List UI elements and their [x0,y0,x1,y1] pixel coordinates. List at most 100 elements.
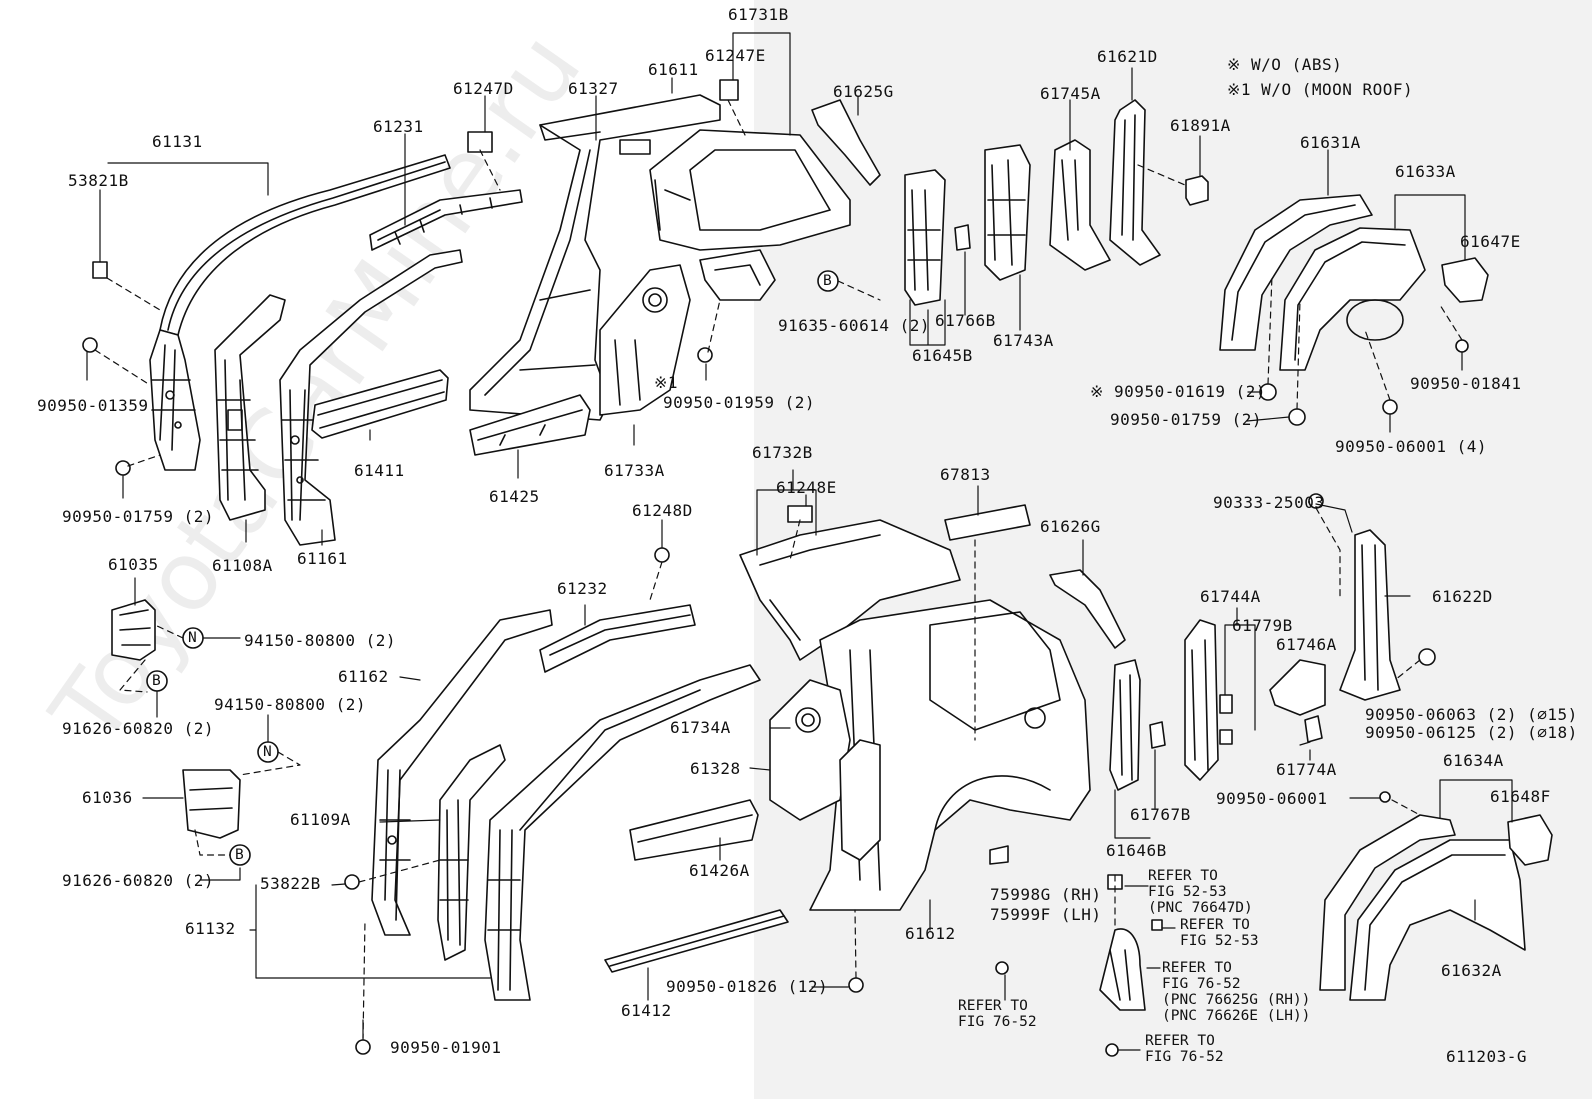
label-61108A: 61108A [212,556,273,575]
part-61731B [649,129,851,251]
label-61232: 61232 [557,579,608,598]
label-90950-01901: 90950-01901 [390,1038,502,1057]
mud-flap [1099,928,1146,1011]
label-61733A: 61733A [604,461,665,480]
part-61647E [1441,257,1489,303]
label-61622D: 61622D [1432,587,1493,606]
label-61621D: 61621D [1097,47,1158,66]
label-75998G: 75998G (RH) [990,885,1102,904]
refer-note-4-line: FIG 76-52 [958,1014,1037,1030]
part-61328 [839,739,881,861]
legend-moon-roof-note: ※1 W/O (MOON ROOF) [1227,80,1414,99]
label-53821B: 53821B [68,171,129,190]
part-61162 [371,609,553,936]
part-61625G [811,99,881,186]
refer-note-1-line: FIG 52-53 [1148,884,1227,900]
part-61744A [1184,619,1219,781]
label-61247E: 61247E [705,46,766,65]
legend-abs-note: ※ W/O (ABS) [1227,55,1343,74]
refer-note-1-line: (PNC 76647D) [1148,900,1253,916]
label-94150-80800-a: 94150-80800 (2) [244,631,396,650]
label-94150-80800-b: 94150-80800 (2) [214,695,366,714]
label-61634A: 61634A [1443,751,1504,770]
label-61645B: 61645B [912,346,973,365]
part-61891A [1185,175,1209,206]
label-61328: 61328 [690,759,741,778]
label-90950-01759-b: 90950-01759 (2) [1110,410,1262,429]
label-61744A: 61744A [1200,587,1261,606]
label-61743A: 61743A [993,331,1054,350]
label-61248D: 61248D [632,501,693,520]
label-61611: 61611 [648,60,699,79]
label-61648F: 61648F [1490,787,1551,806]
label-90950-01619: ※ 90950-01619 (2) [1090,382,1267,401]
part-61131-rail [159,154,451,336]
part-61411 [311,369,449,439]
part-61109A [437,744,506,961]
part-61734A [769,679,851,821]
label-91626-60820-b: 91626-60820 (2) [62,871,214,890]
callout-b-letter: B [235,847,245,863]
label-61734A: 61734A [670,718,731,737]
refer-note-2-line: FIG 52-53 [1180,933,1259,949]
diagram-id: 611203-G [1446,1047,1528,1066]
refer-note-4: REFER TO FIG 76-52 [958,998,1037,1030]
part-61743A [984,144,1031,281]
refer-note-3-line: (PNC 76626E (LH)) [1162,1008,1311,1024]
callout-n-letter: N [263,744,273,760]
part-61632A [1349,839,1526,1001]
label-53822B: 53822B [260,874,321,893]
part-61232 [539,604,696,673]
label-61132: 61132 [185,919,236,938]
label-91635-60614: 91635-60614 (2) [778,316,930,335]
leader-lines [86,32,1513,1051]
label-61731B: 61731B [728,5,789,24]
label-61131: 61131 [152,132,203,151]
label-61646B: 61646B [1106,841,1167,860]
label-90950-01959: 90950-01959 (2) [663,393,815,412]
label-61631A: 61631A [1300,133,1361,152]
label-61626G: 61626G [1040,517,1101,536]
label-61647E: 61647E [1460,232,1521,251]
label-61035: 61035 [108,555,159,574]
label-61247D: 61247D [453,79,514,98]
part-61131-pillar [149,329,201,471]
label-61766B: 61766B [935,311,996,330]
label-61162: 61162 [338,667,389,686]
refer-note-2-line: REFER TO [1180,917,1250,933]
part-61231 [369,189,523,251]
label-75999F: 75999F (LH) [990,905,1102,924]
part-61036 [182,769,241,839]
label-61767B: 61767B [1130,805,1191,824]
refer-note-1: REFER TO FIG 52-53 (PNC 76647D) [1148,868,1253,916]
part-61622D [1339,529,1401,701]
refer-note-4-line: REFER TO [958,998,1028,1014]
part-61634A [1319,814,1456,991]
label-90333-25003: 90333-25003 [1213,493,1325,512]
callout-b-letter: B [152,673,162,689]
refer-note-5-line: FIG 76-52 [1145,1049,1224,1065]
label-61746A: 61746A [1276,635,1337,654]
label-91626-60820-a: 91626-60820 (2) [62,719,214,738]
part-61746A [1269,659,1326,716]
label-61779B: 61779B [1232,616,1293,635]
refer-note-3-line: (PNC 76625G (RH)) [1162,992,1311,1008]
refer-note-3-line: REFER TO [1162,960,1232,976]
label-90950-01841: 90950-01841 [1410,374,1522,393]
label-90950-06125: 90950-06125 (2) (⌀18) [1365,723,1578,742]
label-90950-06001-4: 90950-06001 (4) [1335,437,1487,456]
refer-note-3: REFER TO FIG 76-52 (PNC 76625G (RH)) (PN… [1162,960,1310,1024]
part-61646B [1109,659,1141,791]
refer-note-1-line: REFER TO [1148,868,1218,884]
label-61745A: 61745A [1040,84,1101,103]
label-61109A: 61109A [290,810,351,829]
label-90950-01359: 90950-01359 [37,396,149,415]
label-61248E: 61248E [776,478,837,497]
part-67813 [944,504,1031,541]
part-61648F [1507,814,1553,866]
label-61612: 61612 [905,924,956,943]
label-61231: 61231 [373,117,424,136]
label-90950-06001: 90950-06001 [1216,789,1328,808]
part-61633A [1279,227,1426,371]
